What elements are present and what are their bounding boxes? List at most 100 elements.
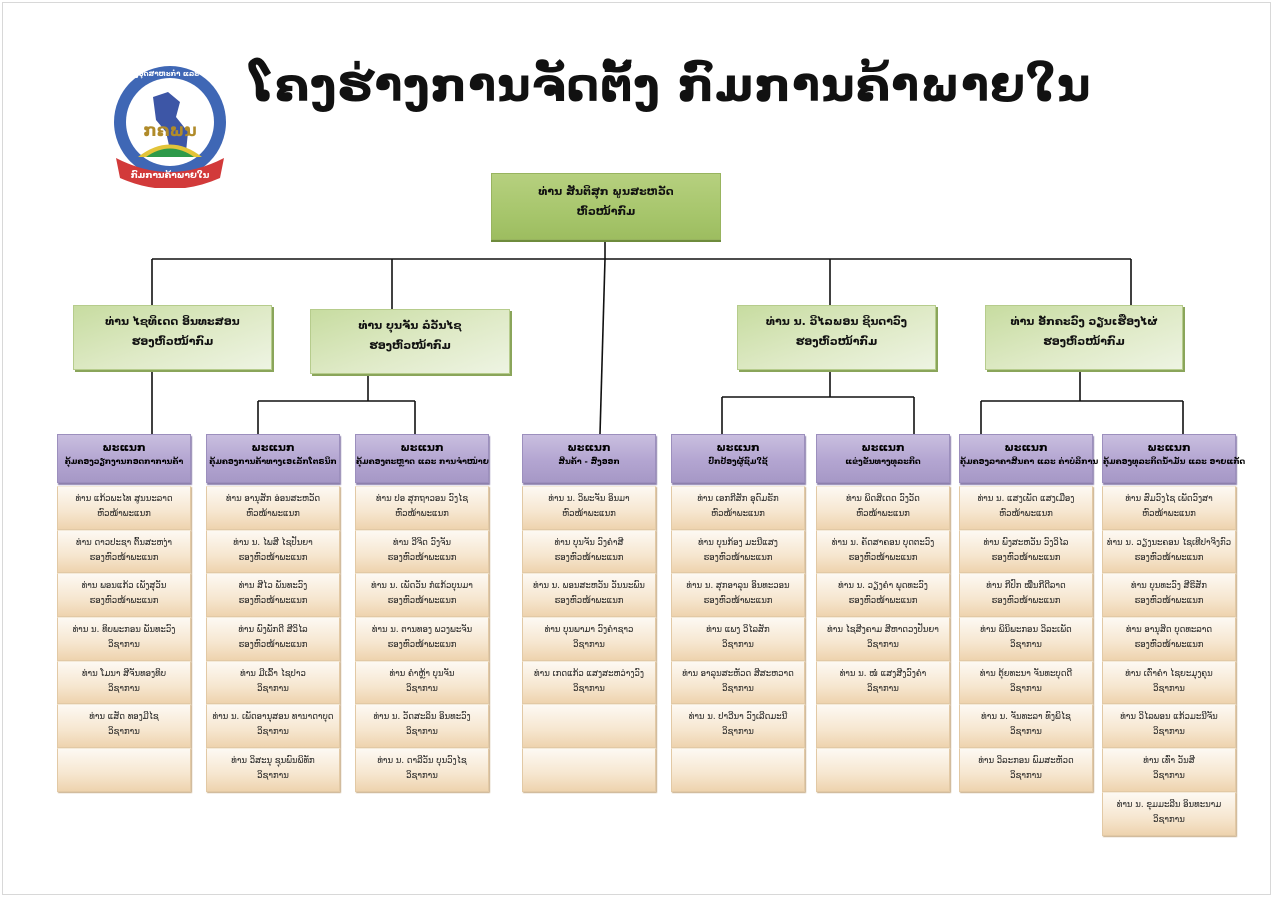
staff-name: ທ່ານ ແພງ ວິໄລສັກ bbox=[706, 625, 770, 636]
staff-name: ທ່ານ ໂມນາ ສີຈັນທອງທິບ bbox=[81, 668, 167, 679]
deputy-name: ທ່ານ ໄຊທິເດດ ອິນທະສອນ bbox=[105, 315, 240, 328]
staff-card: ທ່ານ ນ. ໜໍ່ ແສງສີງວົງຄຳ ວິຊາການ bbox=[816, 660, 950, 705]
department-column: ພະແນກ ຄຸ້ມຄອງຕະຫຼາດ ແລະ ການຈຳໜ່າຍ ທ່ານ ປ… bbox=[355, 434, 489, 792]
staff-card: ທ່ານ ພິນິພະກອນ ວິລະເພັດ ວິຊາການ bbox=[959, 617, 1093, 661]
staff-role: ວິຊາການ bbox=[1010, 683, 1042, 694]
staff-card: ທ່ານ ນ. ປາວີນາ ວົງເລີດມະນີ ວິຊາການ bbox=[671, 704, 805, 749]
staff-card: ທ່ານ ບຸນພາມາ ວົງຄຳຊາວ ວິຊາການ bbox=[522, 617, 656, 661]
staff-role: ຫົວໜ້າພະແນກ bbox=[562, 509, 616, 519]
staff-name: ທ່ານ ວິລະກອນ ພົມສະຫັວດ bbox=[978, 756, 1074, 767]
staff-name: ທ່ານ ສີໄວ ພັນທະວົງ bbox=[238, 581, 308, 592]
department-column: ພະແນກ ຄຸ້ມຄອງທຸລະກິດນ້ຳມັນ ແລະ ອາຍແກັດ ທ… bbox=[1102, 434, 1246, 836]
department-header: ພະແນກ ຄຸ້ມຄອງຕະຫຼາດ ແລະ ການຈຳໜ່າຍ bbox=[355, 434, 489, 483]
staff-card: ທ່ານ ອານຸສັກ ອ່ອນສະຫວັດ ຫົວໜ້າພະແນກ bbox=[206, 486, 340, 530]
staff-name: ທ່ານ ເຕົ່າຄຳ ໄຊຍະມຸງຄຸນ bbox=[1125, 668, 1213, 679]
deputy-box: ທ່ານ ບຸນຈັນ ລໍວັນໄຊ ຮອງຫົວໜ້າກົມ bbox=[310, 309, 510, 374]
department-name: ຄຸ້ມຄອງວຽກງານກອດກາການຄ້າ bbox=[64, 457, 184, 466]
staff-card: ທ່ານ ດາວປະຊາ ຕົ້ນສະຫງ່າ ຮອງຫົວໜ້າພະແນກ bbox=[57, 529, 191, 574]
department-header: ພະແນກ ປົກປ້ອງຜູ້ຊົມໃຊ້ bbox=[671, 434, 805, 483]
staff-role: ຮອງຫົວໜ້າພະແນກ bbox=[387, 640, 457, 651]
staff-card: ທ່ານ ນ. ດາລີວັນ ບຸນວົງໄຊ ວິຊາການ bbox=[355, 748, 489, 792]
staff-name: ທ່ານ ວີຈິດ ວົງຈັນ bbox=[393, 537, 451, 548]
staff-role: ວິຊາການ bbox=[573, 640, 605, 651]
staff-card: ທ່ານ ແພງ ວິໄລສັກ ວິຊາການ bbox=[671, 617, 805, 661]
director-role: ຫົວໜ້າກົມ bbox=[576, 205, 636, 218]
staff-name: ທ່ານ ວິໄລພອນ ແກ້ວມະນີຈັນ bbox=[1120, 712, 1218, 723]
staff-role: ຮອງຫົວໜ້າພະແນກ bbox=[1134, 552, 1204, 563]
department-name: ແຂ່ງຂັນທາງທຸລະກິດ bbox=[845, 457, 921, 466]
staff-name: ທ່ານ ບຸນຈັນ ວົງຄຳສີ bbox=[554, 537, 624, 548]
staff-role: ຮອງຫົວໜ້າພະແນກ bbox=[554, 552, 624, 563]
staff-card: ທ່ານ ນ. ພອນສະຫວັນ ວັນນະພົນ ຮອງຫົວໜ້າພະແນ… bbox=[522, 573, 656, 618]
staff-card: ທ່ານ ພິດສິເດດ ວົງວັດ ຫົວໜ້າພະແນກ bbox=[816, 486, 950, 530]
staff-card: ທ່ານ ແສັດ ທອງມີໄຊ ວິຊາການ bbox=[57, 704, 191, 749]
department-column: ພະແນກ ແຂ່ງຂັນທາງທຸລະກິດ ທ່ານ ພິດສິເດດ ວົ… bbox=[816, 434, 950, 792]
staff-name: ທ່ານ ນ. ວຽງນະຄອນ ໄຊເທີປາຈິງກົວ bbox=[1106, 537, 1232, 548]
staff-card: ທ່ານ ນ. ວຽງນະຄອນ ໄຊເທີປາຈິງກົວ ຮອງຫົວໜ້າ… bbox=[1102, 529, 1236, 574]
department-label: ພະແນກ bbox=[1004, 441, 1048, 454]
staff-role: ວິຊາການ bbox=[406, 727, 438, 738]
staff-role: ວິຊາການ bbox=[867, 640, 899, 651]
staff-name: ທ່ານ ນ. ວັດສະລິນ ອິນທະວົງ bbox=[373, 712, 471, 723]
staff-name: ທ່ານ ນ. ຕານທອງ ພວງພະຈັນ bbox=[371, 625, 473, 636]
department-name: ຄຸ້ມຄອງຕະຫຼາດ ແລະ ການຈຳໜ່າຍ bbox=[356, 457, 489, 466]
staff-card bbox=[816, 748, 950, 792]
department-name: ຄຸ້ມຄອງທຸລະກິດນ້ຳມັນ ແລະ ອາຍແກັດ bbox=[1103, 457, 1246, 466]
department-column: ພະແນກ ສິນຄ້າ - ສົ່ງອອກ ທ່ານ ນ. ວິພະຈັນ ອ… bbox=[522, 434, 656, 792]
deputy-box: ທ່ານ ໄຊທິເດດ ອິນທະສອນ ຮອງຫົວໜ້າກົມ bbox=[73, 305, 272, 370]
staff-card: ທ່ານ ຄຳຫຼ້າ ບຸນຈັນ ວິຊາການ bbox=[355, 660, 489, 705]
department-label: ພະແນກ bbox=[102, 441, 146, 454]
staff-role: ວິຊາການ bbox=[257, 683, 289, 694]
staff-card: ທ່ານ ເຕົ່າຄຳ ໄຊຍະມຸງຄຸນ ວິຊາການ bbox=[1102, 660, 1236, 705]
department-label: ພະແນກ bbox=[567, 441, 611, 454]
staff-card bbox=[522, 748, 656, 792]
staff-card: ທ່ານ ສີໄວ ພັນທະວົງ ຮອງຫົວໜ້າພະແນກ bbox=[206, 573, 340, 618]
staff-role: ຮອງຫົວໜ້າພະແນກ bbox=[387, 596, 457, 607]
staff-name: ທ່ານ ບຸນພາມາ ວົງຄຳຊາວ bbox=[544, 625, 634, 636]
staff-role: ຫົວໜ້າພະແນກ bbox=[856, 509, 910, 519]
staff-role: ຮອງຫົວໜ້າພະແນກ bbox=[387, 552, 457, 563]
deputy-box: ທ່ານ ອັກຄະວົງ ວຽນເຮືອງໄຜ່ ຮອງຫົວໜ້າກົມ bbox=[985, 305, 1183, 370]
staff-card: ທ່ານ ຕຸ້ຍທະນາ ຈັນທະບຸດດີ ວິຊາການ bbox=[959, 660, 1093, 705]
staff-name: ທ່ານ ນ. ໜໍ່ ແສງສີງວົງຄຳ bbox=[839, 668, 927, 679]
staff-role: ວິຊາການ bbox=[406, 683, 438, 694]
staff-name: ທ່ານ ອາລຸນສະຫັວດ ສີສະຫວາດ bbox=[682, 668, 794, 679]
staff-name: ທ່ານ ພົງສະຫວັນ ວົງວິໄລ bbox=[983, 537, 1069, 548]
staff-name: ທ່ານ ເທົ່າ ວັນສີ bbox=[1143, 756, 1195, 767]
staff-name: ທ່ານ ແສັດ ທອງມີໄຊ bbox=[89, 712, 159, 723]
staff-card: ທ່ານ ນ. ວັດສະລິນ ອິນທະວົງ ວິຊາການ bbox=[355, 704, 489, 749]
staff-role: ວິຊາການ bbox=[1153, 683, 1185, 694]
staff-name: ທ່ານ ນ. ເພັດອານຸສອນ ທານາດາບຸດ bbox=[212, 712, 334, 723]
staff-role: ວິຊາການ bbox=[257, 771, 289, 782]
staff-role: ວິຊາການ bbox=[722, 727, 754, 738]
staff-card bbox=[671, 748, 805, 792]
staff-name: ທ່ານ ວິສະນຸ ຊຸນພົນພິທັກ bbox=[231, 756, 315, 767]
staff-name: ທ່ານ ນ. ສຸກອາລຸນ ອິນທະວອນ bbox=[686, 581, 790, 592]
staff-name: ທ່ານ ໄຊສີງຄາມ ສີຫາດວງປັນຍາ bbox=[827, 625, 939, 636]
staff-card: ທ່ານ ໂມນາ ສີຈັນທອງທິບ ວິຊາການ bbox=[57, 660, 191, 705]
staff-name: ທ່ານ ນ. ປາວີນາ ວົງເລີດມະນີ bbox=[688, 712, 788, 723]
staff-name: ທ່ານ ມີເລົ້າ ໄຊປາວ bbox=[240, 668, 306, 679]
department-name: ປົກປ້ອງຜູ້ຊົມໃຊ້ bbox=[708, 457, 768, 466]
department-label: ພະແນກ bbox=[1147, 441, 1191, 454]
staff-role: ຫົວໜ້າພະແນກ bbox=[395, 509, 449, 519]
staff-name: ທ່ານ ດາວປະຊາ ຕົ້ນສະຫງ່າ bbox=[76, 537, 172, 548]
deputy-role: ຮອງຫົວໜ້າກົມ bbox=[369, 339, 451, 352]
staff-role: ຮອງຫົວໜ້າພະແນກ bbox=[991, 596, 1061, 607]
staff-role: ຮອງຫົວໜ້າພະແນກ bbox=[703, 552, 773, 563]
staff-card: ທ່ານ ບຸນຈັນ ວົງຄຳສີ ຮອງຫົວໜ້າພະແນກ bbox=[522, 529, 656, 574]
department-header: ພະແນກ ແຂ່ງຂັນທາງທຸລະກິດ bbox=[816, 434, 950, 483]
staff-card: ທ່ານ ນ. ເພັດວັນ ກໍແກ້ວບຸນມາ ຮອງຫົວໜ້າພະແ… bbox=[355, 573, 489, 618]
department-header: ພະແນກ ຄຸ້ມຄອງການຄ້າທາງເອເລັກໂຕຣນິກ bbox=[206, 434, 340, 483]
staff-role: ວິຊາການ bbox=[722, 640, 754, 651]
department-name: ຄຸ້ມຄອງການຄ້າທາງເອເລັກໂຕຣນິກ bbox=[209, 457, 337, 466]
staff-name: ທ່ານ ພິນິພະກອນ ວິລະເພັດ bbox=[980, 625, 1072, 636]
staff-name: ທ່ານ ນ. ຄັດສາຄອນ ບຸດຕະວົງ bbox=[831, 537, 935, 548]
staff-role: ຮອງຫົວໜ້າພະແນກ bbox=[238, 596, 308, 607]
staff-role: ວິຊາການ bbox=[406, 771, 438, 782]
staff-role: ຫົວໜ້າພະແນກ bbox=[999, 509, 1053, 519]
staff-role: ວິຊາການ bbox=[1153, 771, 1185, 782]
ministry-logo: ກຄພນ ກົມການຄ້າພາຍໃນ ກະຊວງອຸດສາຫະກຳ ແລະ ກ… bbox=[114, 66, 226, 188]
staff-role: ຫົວໜ້າພະແນກ bbox=[97, 509, 151, 519]
staff-card: ທ່ານ ໄຊສີງຄາມ ສີຫາດວງປັນຍາ ວິຊາການ bbox=[816, 617, 950, 661]
